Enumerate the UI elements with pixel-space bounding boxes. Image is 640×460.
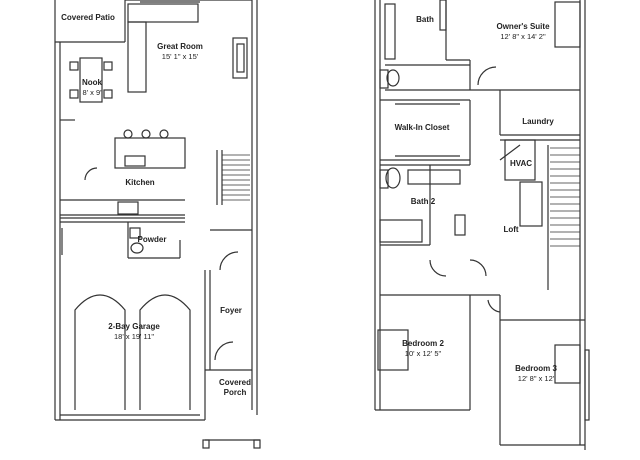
powder-label: Powder (138, 235, 167, 245)
room-name-line2: Porch (223, 388, 247, 397)
covered-patio-label: Covered Patio (61, 13, 115, 23)
room-name: Laundry (522, 117, 554, 126)
room-dimensions: 18' x 19' 11" (114, 332, 154, 341)
room-dimensions: 15' 1" x 15' (161, 52, 199, 61)
room-name: Foyer (220, 306, 242, 315)
garage-label: 2-Bay Garage 18' x 19' 11" (108, 322, 160, 342)
room-dimensions: 12' 8" x 14' 2" (500, 32, 546, 41)
walk-in-closet-label: Walk-In Closet (395, 123, 450, 133)
room-name: Kitchen (125, 178, 155, 187)
first-floor-walls (54, 0, 261, 449)
room-name: Bath 2 (410, 197, 436, 206)
bedroom3-label: Bedroom 3 12' 8" x 12' (515, 364, 557, 384)
covered-porch-label: Covered Porch (219, 378, 251, 398)
room-name: Walk-In Closet (394, 123, 450, 132)
room-name: Powder (137, 235, 167, 244)
room-name: HVAC (509, 159, 533, 168)
loft-label: Loft (503, 225, 518, 235)
bedroom2-label: Bedroom 2 10' x 12' 5" (402, 339, 444, 359)
room-name: Bedroom 3 (515, 364, 557, 373)
room-name: Owner's Suite (496, 22, 550, 31)
room-name: Covered Patio (61, 13, 115, 22)
bath2-label: Bath 2 (411, 197, 435, 207)
foyer-label: Foyer (220, 306, 242, 316)
great-room-label: Great Room 15' 1" x 15' (157, 42, 203, 62)
room-dimensions: 12' 8" x 12' (517, 374, 555, 383)
room-dimensions: 8' x 9' (82, 88, 102, 97)
room-name: Nook (82, 78, 102, 87)
room-name: Covered (218, 378, 252, 387)
bath-label: Bath (416, 15, 434, 25)
room-name: Bath (416, 15, 434, 24)
second-floor-walls (374, 0, 590, 450)
nook-label: Nook 8' x 9' (82, 78, 102, 98)
room-name: 2-Bay Garage (108, 322, 160, 331)
room-dimensions: 10' x 12' 5" (404, 349, 442, 358)
room-name: Great Room (157, 42, 203, 51)
laundry-label: Laundry (522, 117, 554, 127)
kitchen-label: Kitchen (125, 178, 154, 188)
room-name: Loft (503, 225, 519, 234)
room-name: Bedroom 2 (402, 339, 444, 348)
hvac-label: HVAC (510, 159, 532, 169)
owners-suite-label: Owner's Suite 12' 8" x 14' 2" (496, 22, 549, 42)
